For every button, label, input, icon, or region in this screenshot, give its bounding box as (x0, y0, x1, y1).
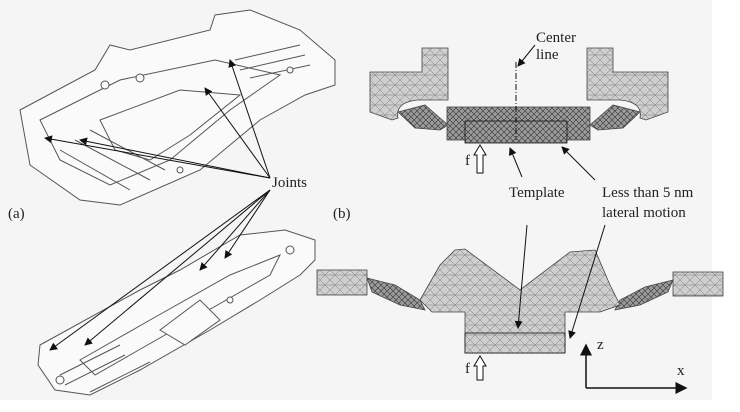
panel-a-label: (a) (8, 206, 25, 222)
panel-b-label: (b) (333, 206, 351, 222)
force-arrow-top (473, 144, 487, 174)
joints-arrows (44, 59, 271, 351)
lateral-motion-label-2: lateral motion (602, 205, 686, 221)
lateral-motion-label-1: Less than 5 nm (602, 185, 694, 201)
template-label: Template (509, 185, 565, 201)
fem-mesh-undeformed (369, 47, 669, 144)
x-axis-label: x (677, 363, 685, 379)
lateral-motion-arrow-top (561, 146, 596, 181)
force-arrow-bottom (473, 355, 487, 381)
center-line-label-2: line (536, 47, 559, 63)
force-label-bottom: f (465, 361, 470, 377)
template-arrow-top (508, 147, 523, 178)
center-line-label-1: Center (536, 30, 576, 46)
lateral-motion-arrow-bottom (568, 224, 606, 339)
flexure-stage-isometric-bottom (37, 229, 316, 396)
center-line-arrow (517, 44, 536, 67)
template-arrow-bottom (514, 224, 528, 329)
joints-label: Joints (272, 175, 308, 191)
flexure-stage-isometric-top (19, 9, 336, 206)
force-label-top: f (465, 153, 470, 169)
z-axis-label: z (597, 337, 604, 353)
